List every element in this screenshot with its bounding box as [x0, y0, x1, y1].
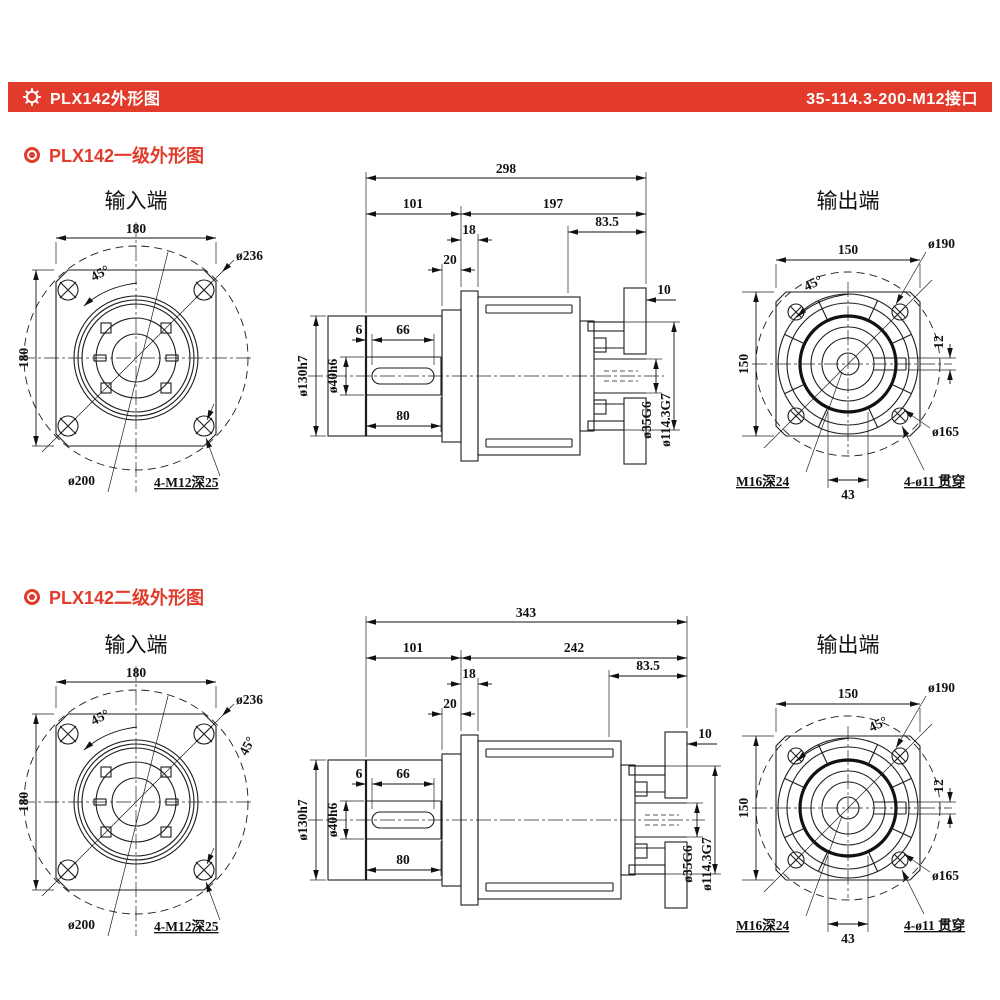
- input-end-view-2: 输入端 180 180 45° 45° ø236 ø200 4-M12深25: [16, 633, 263, 937]
- dim-flange: 18: [462, 222, 476, 237]
- header-spec: 35-114.3-200-M12接口: [806, 91, 978, 108]
- dim-key-off: 6: [356, 766, 363, 781]
- bolt-note-label: 4-M12深25: [154, 474, 219, 490]
- gear-icon: [23, 88, 41, 106]
- dia-shaft-label: ø40h6: [325, 358, 340, 393]
- section2-title: PLX142二级外形图: [24, 584, 204, 610]
- dim-key-off: 6: [356, 322, 363, 337]
- view-title: 输入端: [105, 633, 168, 657]
- dimensions: 150 150 45° ø190 12 ø165 43 M16深24 4-ø11…: [736, 680, 965, 946]
- bullet-icon: [24, 147, 40, 163]
- flange-outline: [23, 689, 249, 915]
- dim-hub: 43: [841, 487, 855, 502]
- output-end-view-2: 输出端 150 150 45° ø190 12 ø: [736, 633, 965, 946]
- dim-angle2: 45°: [236, 734, 258, 758]
- dia-pilot-label: ø130h7: [295, 355, 310, 397]
- dim-angle: 45°: [801, 272, 825, 294]
- dimensions: 343 101 242 83.5 18 20 10 ø130h7 ø40h6 6…: [295, 605, 721, 891]
- dia-outer-label: ø190: [928, 680, 955, 695]
- output-flange-section: [587, 287, 647, 465]
- dimensions: 180 180 45° ø236 ø200 4-M12深25: [16, 221, 263, 490]
- bolt-holes: [57, 723, 215, 881]
- centerlines: [752, 723, 952, 917]
- dim-width: 150: [838, 242, 859, 257]
- flange-outline: [23, 245, 249, 471]
- dim-height: 150: [736, 798, 751, 819]
- dim-shaft-len: 80: [396, 408, 410, 423]
- tap-note-label: M16深24: [736, 917, 789, 933]
- dim-rear: 197: [543, 196, 564, 211]
- dim-front: 101: [403, 196, 424, 211]
- dim-height: 180: [16, 792, 31, 813]
- dim-width: 180: [126, 665, 147, 680]
- bolt-note-label: 4-ø11 贯穿: [904, 917, 965, 933]
- bolt-note-label: 4-M12深25: [154, 918, 219, 934]
- dia-bolt-label: ø200: [68, 917, 95, 932]
- dia-bore-label: ø35G6: [639, 401, 654, 439]
- dim-width: 150: [838, 686, 859, 701]
- dim-height: 180: [16, 348, 31, 369]
- dim-rear-len: 83.5: [636, 658, 660, 673]
- dim-angle: 45°: [88, 706, 112, 728]
- section1-title: PLX142一级外形图: [24, 142, 204, 168]
- view-title: 输出端: [817, 189, 880, 213]
- dim-lip: 10: [698, 726, 712, 741]
- centerlines: [20, 666, 252, 937]
- dim-rear-len: 83.5: [595, 214, 619, 229]
- dim-pilot: 20: [443, 252, 457, 267]
- flange-outline: [755, 271, 941, 457]
- dia-bolt-label: ø200: [68, 473, 95, 488]
- dim-height: 150: [736, 354, 751, 375]
- dia-outer-label: ø190: [928, 236, 955, 251]
- header-title: PLX142外形图: [50, 91, 161, 108]
- dia-spigot-label: ø114.3G7: [658, 393, 673, 447]
- dim-key-len: 66: [396, 766, 410, 781]
- dimensions: 150 150 45° ø190 12 ø165 43 M16深24 4-ø11…: [736, 236, 965, 502]
- dim-flange: 18: [462, 666, 476, 681]
- section2-title-text: PLX142二级外形图: [49, 588, 205, 608]
- dim-angle: 45°: [866, 713, 890, 735]
- input-end-view-1: 输入端 180 180 45° ø236 ø200 4-M12深25: [16, 189, 263, 493]
- bolt-holes: [57, 279, 215, 437]
- dia-bolt-label: ø165: [932, 424, 959, 439]
- dia-shaft-label: ø40h6: [325, 802, 340, 837]
- dim-total: 298: [496, 161, 517, 176]
- dim-lip: 10: [657, 282, 671, 297]
- dim-front: 101: [403, 640, 424, 655]
- centerlines: [20, 222, 252, 493]
- header-bar: PLX142外形图 35-114.3-200-M12接口: [8, 82, 992, 112]
- dim-key-w: 12: [931, 779, 946, 793]
- dim-width: 180: [126, 221, 147, 236]
- dim-key-len: 66: [396, 322, 410, 337]
- dim-angle: 45°: [88, 262, 112, 284]
- dim-total: 343: [516, 605, 537, 620]
- dim-hub: 43: [841, 931, 855, 946]
- dimensions: 298 101 197 83.5 18 20 10 ø130h7 ø40h6 6…: [295, 161, 680, 447]
- bullet-icon: [24, 589, 40, 605]
- dia-bore-label: ø35G6: [680, 845, 695, 883]
- gearbox-body: [327, 734, 648, 906]
- dia-outer-label: ø236: [236, 692, 263, 707]
- output-flange-section: [628, 731, 688, 909]
- dim-pilot: 20: [443, 696, 457, 711]
- bolt-note-label: 4-ø11 贯穿: [904, 473, 965, 489]
- dim-shaft-len: 80: [396, 852, 410, 867]
- output-end-view-1: 输出端 150 150 45° ø190 12 ø: [736, 189, 965, 502]
- view-title: 输出端: [817, 633, 880, 657]
- dimensions: 180 180 45° 45° ø236 ø200 4-M12深25: [16, 665, 263, 934]
- dim-rear: 242: [564, 640, 585, 655]
- tap-note-label: M16深24: [736, 473, 789, 489]
- section1-title-text: PLX142一级外形图: [49, 146, 205, 166]
- dia-pilot-label: ø130h7: [295, 799, 310, 841]
- dia-bolt-label: ø165: [932, 868, 959, 883]
- dim-key-w: 12: [931, 335, 946, 349]
- view-title: 输入端: [105, 189, 168, 213]
- side-view-1: 298 101 197 83.5 18 20 10 ø130h7 ø40h6 6…: [295, 161, 680, 465]
- side-view-2: 343 101 242 83.5 18 20 10 ø130h7 ø40h6 6…: [295, 605, 721, 909]
- centerlines: [752, 279, 952, 473]
- dia-spigot-label: ø114.3G7: [699, 837, 714, 891]
- dia-outer-label: ø236: [236, 248, 263, 263]
